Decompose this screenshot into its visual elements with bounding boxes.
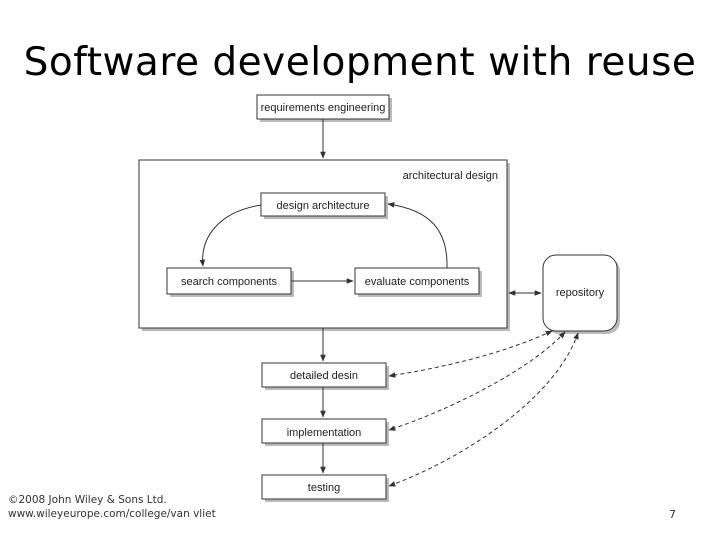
repository-box: repository [542,254,620,334]
evaluate-components-label: evaluate components [365,276,470,288]
detailed-design-box: detailed desin [261,362,389,390]
testing-box: testing [261,474,389,502]
detailed-design-label: detailed desin [290,370,358,382]
dashed-arrow-repository-to-implementation [388,331,566,431]
requirements-engineering-label: requirements engineering [261,102,386,114]
website-line: www.wileyeurope.com/college/van vliet [8,508,216,520]
arrow-design-to-search [199,204,262,267]
architectural-design-container: architectural design [138,159,510,331]
requirements-engineering-box: requirements engineering [256,94,392,122]
architectural-design-label: architectural design [403,170,498,182]
testing-label: testing [308,482,340,494]
copyright-footer: ©2008 John Wiley & Sons Ltd. www.wileyeu… [8,493,216,521]
design-architecture-box: design architecture [260,192,388,219]
arrow-evaluate-to-design [387,202,448,269]
evaluate-components-box: evaluate components [354,267,482,297]
page-number: 7 [669,508,676,521]
slide-title: Software development with reuse [23,40,697,85]
copyright-line: ©2008 John Wiley & Sons Ltd. [8,494,167,506]
repository-label: repository [556,287,605,299]
dashed-arrow-repository-to-detailed [388,330,553,378]
implementation-label: implementation [287,427,362,439]
search-components-box: search components [166,267,294,297]
implementation-box: implementation [261,418,389,446]
dashed-arrow-repository-to-testing [388,332,579,487]
design-architecture-label: design architecture [277,200,370,212]
search-components-label: search components [181,276,277,288]
